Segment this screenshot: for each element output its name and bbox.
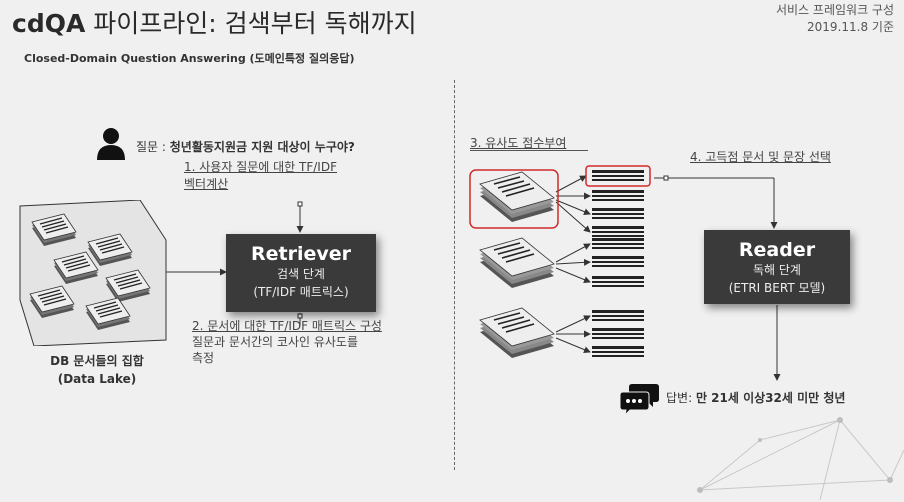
step2-detail-cont: 측정 — [192, 351, 215, 365]
reader-title: Reader — [738, 239, 816, 261]
step1-detail: 벡터계산 — [184, 177, 229, 191]
reader-method: (ETRI BERT 모델) — [728, 281, 826, 295]
question-label: 질문 : — [136, 140, 170, 154]
page-title: cdQA 파이프라인: 검색부터 독해까지 — [12, 4, 417, 40]
db-document-stack — [19, 200, 167, 346]
answer-value: 만 21세 이상32세 미만 청년 — [695, 391, 846, 405]
answer-text: 답변: 만 21세 이상32세 미만 청년 — [666, 389, 845, 406]
step1-caption: 1. 사용자 질문에 대한 TF/IDF 벡터계산 — [184, 158, 337, 192]
title-acronym: cdQA — [12, 9, 86, 38]
corner-caption: 서비스 프레임워크 구성 — [775, 3, 894, 17]
step1-title: 1. 사용자 질문에 대한 TF/IDF — [184, 160, 337, 174]
step2-detail: 질문과 문서간의 코사인 유사도를 — [192, 335, 359, 349]
step3-caption: 3. 유사도 점수부여 — [470, 136, 567, 150]
corner-info: 서비스 프레임워크 구성 2019.11.8 기준 — [776, 2, 894, 36]
title-text: 파이프라인: 검색부터 독해까지 — [85, 9, 417, 38]
step2-caption: 2. 문서에 대한 TF/IDF 매트릭스 구성 질문과 문서간의 코사인 유사… — [192, 318, 382, 366]
retriever-method: (TF/IDF 매트릭스) — [253, 285, 349, 299]
user-icon — [97, 128, 125, 160]
step4-caption: 4. 고득점 문서 및 문장 선택 — [690, 150, 831, 164]
db-label: DB 문서들의 집합 (Data Lake) — [22, 352, 172, 388]
retriever-block: Retriever 검색 단계 (TF/IDF 매트릭스) — [226, 234, 376, 312]
question-text: 청년활동지원금 지원 대상이 누구야? — [169, 140, 355, 154]
section-divider — [454, 80, 455, 470]
db-label-sub: (Data Lake) — [57, 372, 137, 386]
retriever-stage: 검색 단계 — [277, 267, 325, 281]
user-question: 질문 : 청년활동지원금 지원 대상이 누구야? — [136, 138, 355, 155]
scored-documents — [469, 165, 651, 359]
db-label-title: DB 문서들의 집합 — [50, 354, 144, 368]
corner-date: 2019.11.8 기준 — [807, 20, 894, 34]
answer-label: 답변: — [666, 391, 696, 405]
reader-stage: 독해 단계 — [753, 263, 801, 277]
step3-underline — [470, 150, 588, 151]
network-decoration — [697, 417, 904, 501]
reader-block: Reader 독해 단계 (ETRI BERT 모델) — [704, 230, 850, 304]
chat-bubble-icon — [620, 384, 659, 416]
retriever-title: Retriever — [250, 243, 351, 265]
page-subtitle: Closed-Domain Question Answering (도메인특정 … — [24, 52, 355, 65]
step2-title: 2. 문서에 대한 TF/IDF 매트릭스 구성 — [192, 319, 382, 333]
